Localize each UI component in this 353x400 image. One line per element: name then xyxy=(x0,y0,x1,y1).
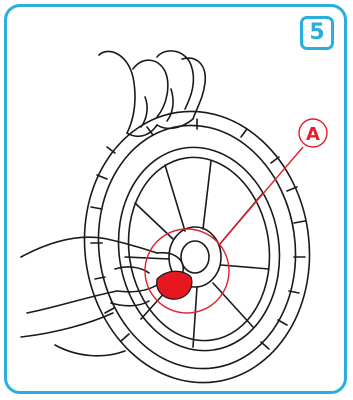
step-number: 5 xyxy=(309,22,324,44)
instruction-panel: A 5 xyxy=(4,4,347,394)
upper-hand-icon xyxy=(99,51,205,136)
lower-hand-icon xyxy=(21,237,183,356)
release-button-highlight xyxy=(157,271,192,299)
wheel-illustration: A xyxy=(7,7,347,394)
callout-label: A xyxy=(306,124,320,145)
step-number-badge: 5 xyxy=(300,16,334,50)
wheel-icon xyxy=(67,97,327,394)
